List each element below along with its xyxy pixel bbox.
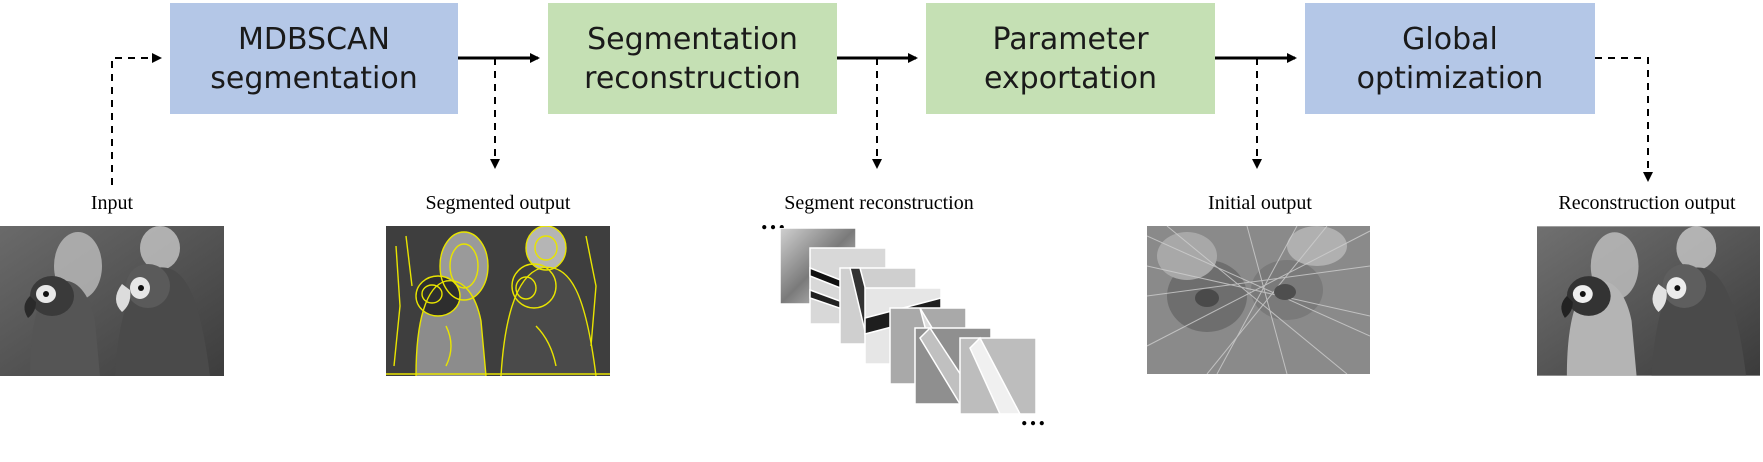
ellipsis-bottom: … [1020, 402, 1047, 431]
segmented-output-label: Segmented output [425, 192, 571, 214]
input-label: Input [90, 192, 134, 214]
out-arrow-final [1595, 57, 1653, 182]
reconstruction-output-image [1537, 226, 1760, 376]
segment-reconstruction-label: Segment reconstruction [784, 192, 974, 214]
segment-reconstruction-stack [780, 228, 1037, 415]
initial-output-label: Initial output [1208, 192, 1312, 214]
initial-output-image [1147, 226, 1370, 374]
stage-mdbscan: MDBSCAN segmentation [170, 3, 458, 114]
stage-segmentation-reconstruction: Segmentation reconstruction [548, 3, 837, 114]
reconstruction-output-label: Reconstruction output [1558, 192, 1736, 214]
input-image [0, 226, 224, 376]
segmented-output-image [386, 226, 610, 376]
stage-parameter-exportation: Parameter exportation [926, 3, 1215, 114]
input-arrow [111, 53, 162, 185]
stage-global-optimization: Global optimization [1305, 3, 1595, 114]
